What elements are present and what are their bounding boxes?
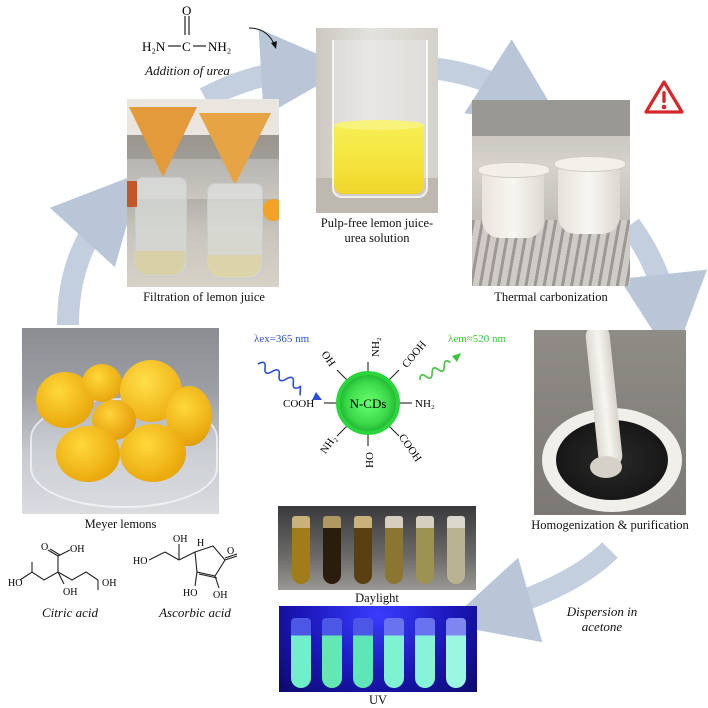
citric-o: O xyxy=(41,542,48,553)
group-top: NH₂ xyxy=(370,337,382,357)
caption-daylight: Daylight xyxy=(355,591,399,605)
photo-mortar xyxy=(534,330,686,515)
citric-ho: HO xyxy=(8,578,22,589)
ascorbic-ho-left: HO xyxy=(133,556,147,567)
ascorbic-acid-structure: OH HO H O HO OH xyxy=(133,534,238,601)
photo-beaker xyxy=(316,28,438,213)
ncd-core xyxy=(336,371,400,435)
citric-acid-structure: HO OH OH OH O xyxy=(8,542,116,598)
ascorbic-h: H xyxy=(197,538,204,549)
photo-daylight-vials xyxy=(278,506,476,590)
citric-oh-right: OH xyxy=(102,578,116,589)
group-right: NH₂ xyxy=(415,398,435,410)
urea-nh2-right: NH₂ xyxy=(208,39,231,54)
caption-pulp-free: Pulp-free lemon juice-urea solution xyxy=(320,216,434,245)
photo-lemons xyxy=(22,328,219,514)
arrow-beaker-to-crucibles xyxy=(428,39,563,124)
photo-filtration xyxy=(127,99,279,287)
citric-oh-mid: OH xyxy=(63,587,77,598)
caption-uv: UV xyxy=(368,693,388,707)
excitation-label: λex=365 nm xyxy=(254,333,310,345)
emission-label: λem≈520 nm xyxy=(448,333,507,345)
arrow-mortar-to-vials xyxy=(445,542,618,643)
ncd-diagram: N-CDs NH₂ COOH NH₂ COOH OH NH₂ COOH OH λ… xyxy=(254,333,507,468)
group-bottom-right: COOH xyxy=(396,432,424,464)
group-left: COOH xyxy=(283,398,314,410)
group-bottom-left: NH₂ xyxy=(318,433,339,456)
excitation-wave xyxy=(257,361,302,396)
caption-citric: Citric acid xyxy=(42,605,98,620)
urea-curved-arrow xyxy=(248,27,277,49)
ncd-core-label: N-CDs xyxy=(350,396,387,411)
citric-oh-top: OH xyxy=(70,544,84,555)
photo-uv-vials xyxy=(279,606,477,692)
ascorbic-oh-top: OH xyxy=(173,534,187,545)
arrow-urea-to-beaker xyxy=(199,28,349,117)
caption-addition-of-urea: Addition of urea xyxy=(145,63,230,78)
caption-thermal: Thermal carbonization xyxy=(494,290,608,304)
group-bottom: OH xyxy=(363,452,375,468)
urea-o: O xyxy=(182,3,191,18)
ascorbic-o-ring: O xyxy=(227,546,234,557)
photo-crucibles xyxy=(472,100,630,286)
caption-dispersion: Dispersion in acetone xyxy=(566,604,638,634)
arrow-lemons-to-filtration xyxy=(49,172,142,326)
group-top-right: COOH xyxy=(400,339,429,371)
caption-ascorbic: Ascorbic acid xyxy=(159,605,231,620)
caption-filtration: Filtration of lemon juice xyxy=(143,290,265,304)
group-top-left: OH xyxy=(319,349,338,369)
emission-wave xyxy=(419,360,451,381)
caption-homogenization: Homogenization & purification xyxy=(531,518,689,532)
warning-triangle-icon xyxy=(644,80,684,114)
urea-nh2-left: H₂N xyxy=(142,39,166,54)
caption-meyer: Meyer lemons xyxy=(84,517,157,531)
arrow-crucibles-to-mortar xyxy=(619,218,708,362)
urea-structure: O C H₂N NH₂ xyxy=(142,3,231,54)
urea-c: C xyxy=(182,39,191,54)
ascorbic-ho-bot: HO xyxy=(183,588,197,599)
ascorbic-oh-bot: OH xyxy=(213,590,227,601)
